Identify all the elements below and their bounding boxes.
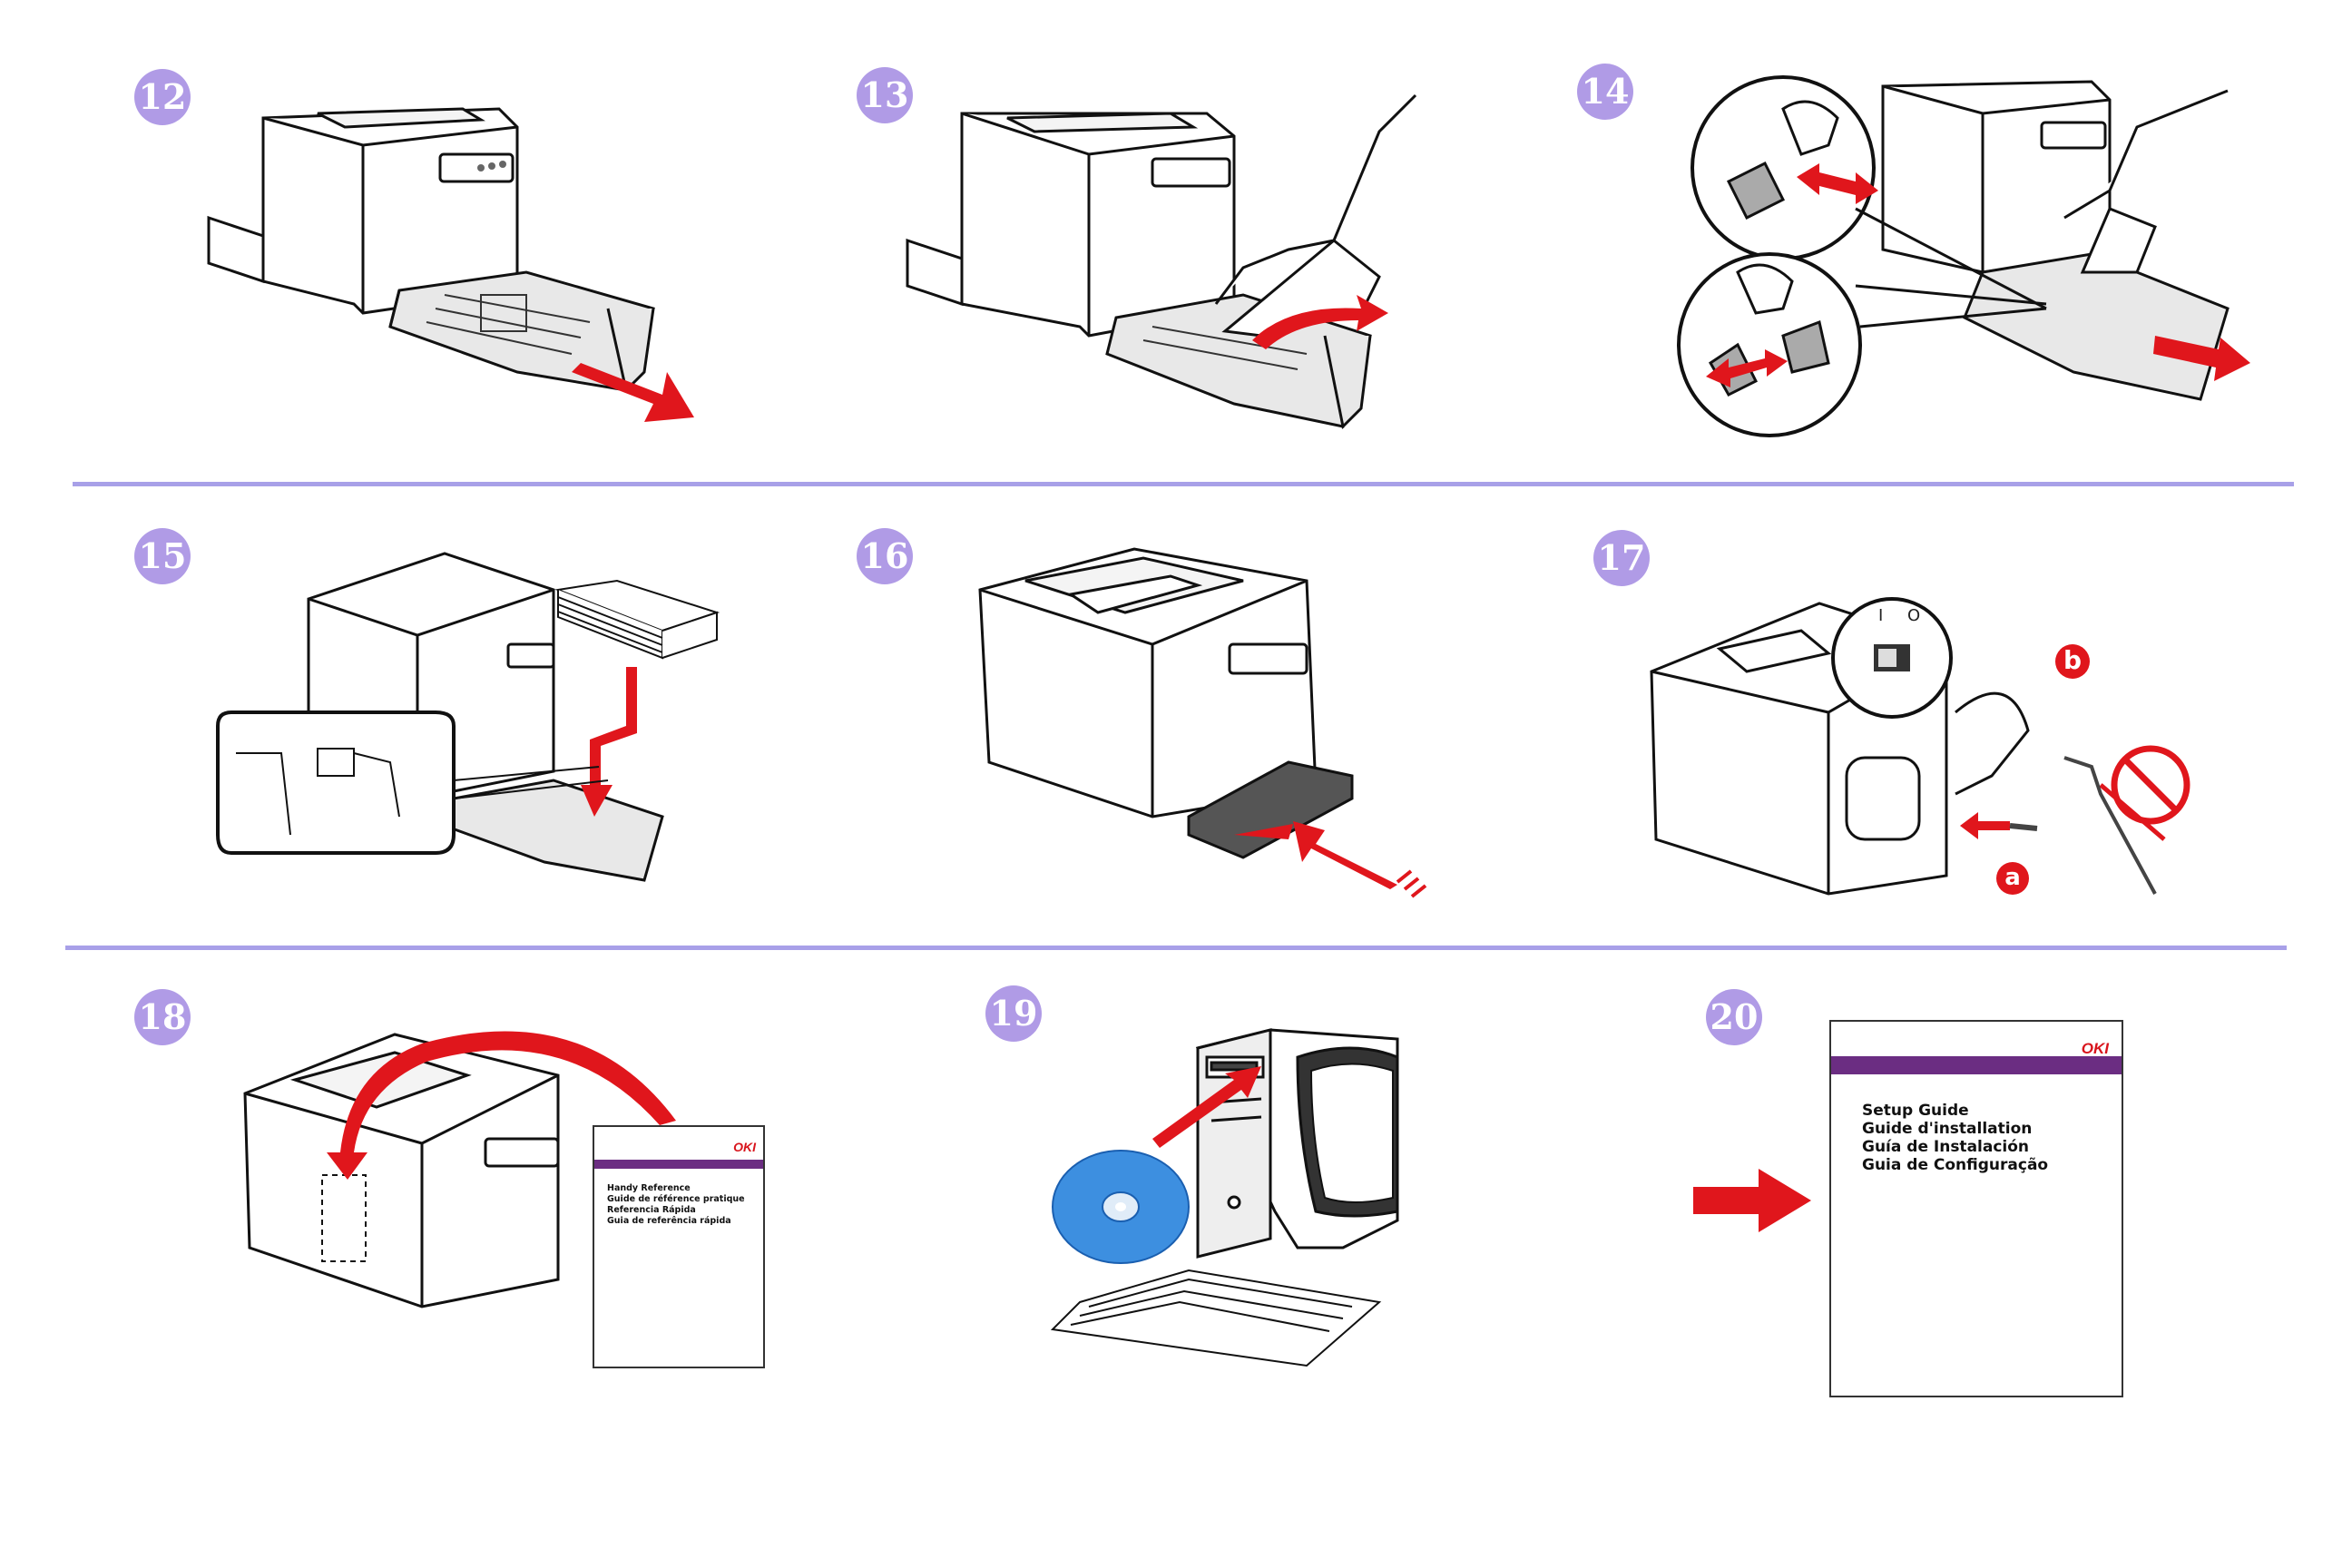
section-divider-2	[65, 946, 2287, 950]
step20-arrow	[1693, 1169, 1811, 1232]
step17-illustration	[1647, 594, 2228, 903]
handy-ref-title-pt: Guia de referência rápida	[607, 1216, 745, 1227]
arrow-down-icon	[581, 667, 637, 817]
step14-illustration	[1683, 73, 2246, 445]
label-a-badge: a	[1996, 862, 2029, 895]
arrow-in-icon	[1293, 821, 1397, 889]
step16-illustration	[971, 544, 1425, 889]
setup-guide-title-pt: Guia de Configuração	[1862, 1156, 2048, 1174]
handy-ref-title-es: Referencia Rápida	[607, 1205, 745, 1216]
arrow-right-icon	[1693, 1169, 1811, 1232]
step-badge-16: 16	[857, 528, 913, 584]
step13-illustration	[907, 95, 1434, 449]
step12-illustration	[209, 100, 699, 436]
arrow-plug-icon	[1960, 812, 2010, 839]
step19-illustration	[1053, 1030, 1397, 1366]
setup-guide-title-en: Setup Guide	[1862, 1102, 2048, 1120]
setup-guide-booklet: OKI Setup Guide Guide d'installation Guí…	[1829, 1020, 2123, 1397]
handy-ref-title-en: Handy Reference	[607, 1183, 745, 1194]
step15-illustration	[209, 544, 690, 889]
section-divider-1	[73, 482, 2294, 486]
setup-guide-title-fr: Guide d'installation	[1862, 1120, 2048, 1138]
handy-ref-title-fr: Guide de référence pratique	[607, 1194, 745, 1205]
setup-guide-title-es: Guía de Instalación	[1862, 1138, 2048, 1156]
handy-reference-booklet: OKI Handy Reference Guide de référence p…	[593, 1125, 765, 1368]
step-badge-18: 18	[134, 989, 191, 1045]
switch-off-label: O	[1907, 606, 1920, 625]
step-badge-13: 13	[857, 67, 913, 123]
switch-on-label: I	[1878, 606, 1883, 625]
step-badge-17: 17	[1593, 530, 1650, 586]
label-b-badge: b	[2055, 644, 2090, 679]
step-badge-14: 14	[1577, 64, 1633, 120]
step-badge-20: 20	[1706, 989, 1762, 1045]
step-badge-15: 15	[134, 528, 191, 584]
detail-zoom-top	[1692, 77, 1874, 259]
step-badge-19: 19	[985, 985, 1042, 1042]
step-badge-12: 12	[134, 69, 191, 125]
